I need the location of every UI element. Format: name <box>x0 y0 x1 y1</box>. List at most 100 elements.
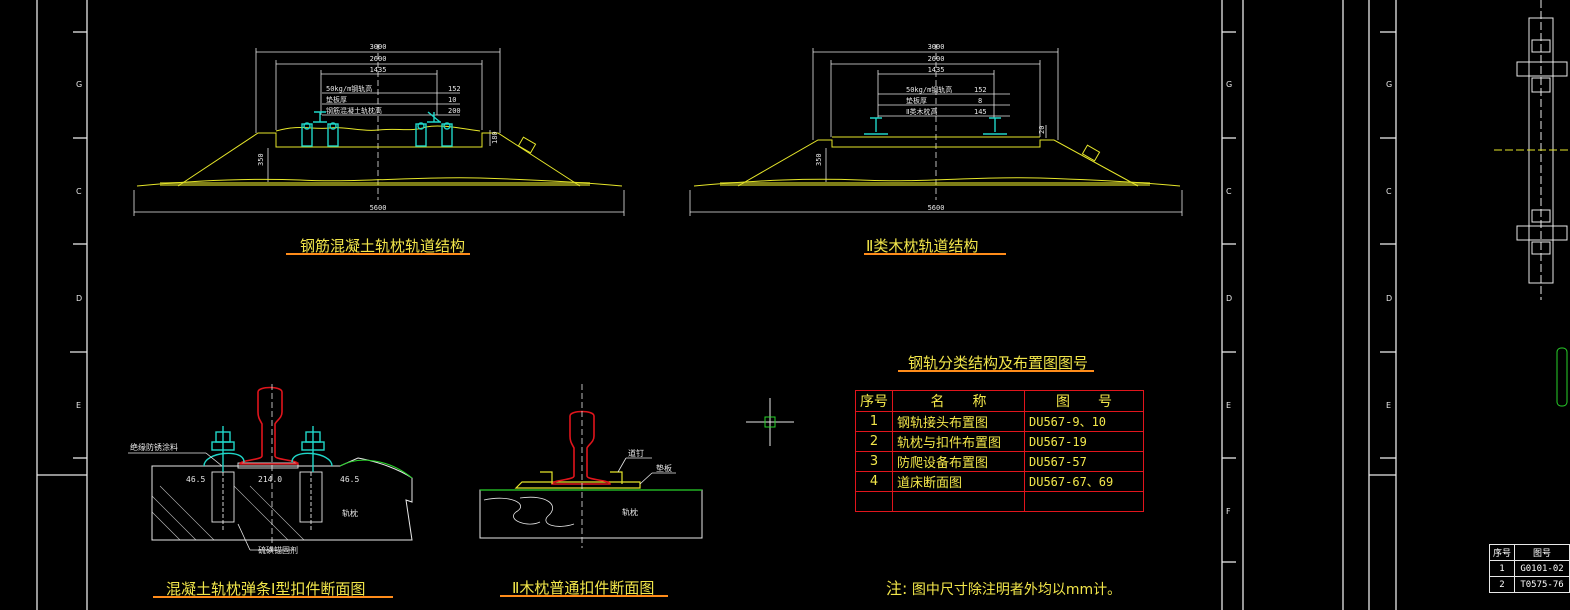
rail-table-code: DU567-19 <box>1024 431 1144 452</box>
section-a-dim-top: 3000 <box>370 43 387 51</box>
rail-table-header-row: 序号 名 称 图 号 <box>855 390 1144 412</box>
section-a-dim-height-left: 350 <box>257 153 265 166</box>
rail-table-title: 钢轨分类结构及布置图图号 <box>908 354 1089 372</box>
zone-letter: G <box>1226 80 1233 89</box>
rail-table-header-code: 图 号 <box>1024 390 1144 412</box>
section-b-rails <box>864 117 1007 135</box>
detail-b-title: Ⅱ木枕普通扣件断面图 <box>512 579 655 597</box>
detail-a-left-dim: 46.5 <box>186 475 205 484</box>
zone-letter: C <box>76 187 82 196</box>
detail-a-title: 混凝土轨枕弹条Ⅰ型扣件断面图 <box>166 580 366 598</box>
drawing-frame <box>36 0 1397 610</box>
note-lead: 注: <box>886 579 908 598</box>
note-text: 图中尺寸除注明者外均以mm计。 <box>911 582 1122 598</box>
rail-table-no <box>855 491 893 512</box>
zone-letter: G <box>76 80 83 89</box>
section-b-row-value: 152 <box>974 86 987 94</box>
section-a-row-label: 50kg/m钢轨高 <box>326 84 372 93</box>
title-block-header-row: 序号 图号 <box>1488 544 1570 561</box>
section-a-row-value: 200 <box>448 107 461 115</box>
crosshair-cursor-icon <box>746 398 794 446</box>
zone-letter: F <box>1226 507 1231 516</box>
drawing-note: 注: 图中尺寸除注明者外均以mm计。 <box>886 575 1121 599</box>
zone-letter: E <box>1386 401 1392 410</box>
title-block-header-code: 图号 <box>1514 544 1570 561</box>
section-a-dim-second: 2600 <box>370 55 387 63</box>
detail-b-drawing: 道钉 垫板 轨枕 <box>479 384 703 548</box>
section-b-row-label: 垫板厚 <box>906 96 927 105</box>
section-a-dim-height-right: 180 <box>491 131 499 144</box>
rail-table-name: 防爬设备布置图 <box>892 451 1025 472</box>
title-block-code: G0101-02 <box>1514 560 1570 577</box>
detail-b-sleeper-label: 轨枕 <box>622 507 638 517</box>
rail-table-no: 1 <box>855 411 893 432</box>
ballast-texture <box>160 136 590 186</box>
zone-letter: C <box>1386 187 1392 196</box>
detail-a-title-underline <box>153 596 393 598</box>
table-row: 1 G0101-02 <box>1488 560 1570 577</box>
detail-a-anchor-label: 硫磺锚固剂 <box>258 545 298 555</box>
detail-a-right-dim: 46.5 <box>340 475 359 484</box>
detail-a-drawing: 绝缘防锈涂料 46.5 214.0 46.5 轨枕 硫磺锚固剂 <box>128 384 413 555</box>
section-a-row-label: 钢筋混凝土轨枕高 <box>326 106 382 115</box>
rail-table-header-name: 名 称 <box>892 390 1025 412</box>
section-a-row-label: 垫板厚 <box>326 95 347 104</box>
detail-b-spike-label: 道钉 <box>628 448 644 458</box>
title-block: 序号 图号 1 G0101-02 2 T0575-76 <box>1488 544 1570 593</box>
section-a-row-value: 152 <box>448 85 461 93</box>
rail-table-header-no: 序号 <box>855 390 893 412</box>
section-b-row-value: 145 <box>974 108 987 116</box>
rail-table-name: 道床断面图 <box>892 471 1025 492</box>
detail-b-title-underline <box>500 595 668 597</box>
table-row: 2 T0575-76 <box>1488 576 1570 593</box>
section-b-row-label: Ⅱ类木枕高 <box>906 107 937 116</box>
zone-letter: D <box>76 294 83 303</box>
zone-letter: G <box>1386 80 1393 89</box>
detail-a-rail <box>239 386 299 465</box>
section-a-row-value: 10 <box>448 96 456 104</box>
table-row: 1 钢轨接头布置图 DU567-9、10 <box>855 411 1144 432</box>
rail-table-code: DU567-9、10 <box>1024 411 1144 432</box>
section-a-dim-third: 1435 <box>370 66 387 74</box>
section-b-row-value: 8 <box>978 97 982 105</box>
title-block-code: T0575-76 <box>1514 576 1570 593</box>
rail-table-no: 4 <box>855 471 893 492</box>
section-b-row-label: 50kg/m钢轨高 <box>906 85 952 94</box>
rail-table-code <box>1024 491 1144 512</box>
detail-a-clips <box>203 426 333 472</box>
section-b-title-underline <box>864 253 1006 255</box>
rail-table-title-underline <box>898 370 1094 372</box>
right-edge-partial-drawing <box>1494 0 1570 407</box>
detail-a-mid-dim: 214.0 <box>258 475 282 484</box>
zone-letter: D <box>1226 294 1233 303</box>
title-block-no: 1 <box>1488 560 1516 577</box>
section-b-dim-second: 2600 <box>928 55 945 63</box>
section-b-dim-bottom: 5600 <box>928 204 945 212</box>
section-a-drawing: 3000 2600 1435 5600 350 180 50kg/m钢轨高 15… <box>133 43 625 216</box>
rail-table-no: 2 <box>855 431 893 452</box>
section-a-dim-bottom: 5600 <box>370 204 387 212</box>
detail-b-rail <box>551 410 611 485</box>
zone-letter: E <box>1226 401 1232 410</box>
table-row: 4 道床断面图 DU567-67、69 <box>855 471 1144 492</box>
section-b-dim-top: 3000 <box>928 43 945 51</box>
detail-a-sleeper-label: 轨枕 <box>342 508 358 518</box>
rail-table-name: 轨枕与扣件布置图 <box>892 431 1025 452</box>
title-block-no: 2 <box>1488 576 1516 593</box>
zone-letter: C <box>1226 187 1232 196</box>
zone-letter: D <box>1386 294 1393 303</box>
section-b-drawing: 3000 2600 1435 5600 350 20 50kg/m钢轨高 152… <box>689 43 1183 216</box>
rail-table-name: 钢轨接头布置图 <box>892 411 1025 432</box>
zone-letter: E <box>76 401 82 410</box>
detail-a-coating-label: 绝缘防锈涂料 <box>130 442 178 452</box>
section-a-title-underline <box>286 253 470 255</box>
table-row: 2 轨枕与扣件布置图 DU567-19 <box>855 431 1144 452</box>
section-b-dim-third: 1435 <box>928 66 945 74</box>
section-b-dim-height-left: 350 <box>815 153 823 166</box>
rail-table-code: DU567-57 <box>1024 451 1144 472</box>
rail-table-code: DU567-67、69 <box>1024 471 1144 492</box>
section-b-title: Ⅱ类木枕轨道结构 <box>866 237 979 255</box>
table-row <box>855 491 1144 512</box>
rail-table: 序号 名 称 图 号 1 钢轨接头布置图 DU567-9、10 2 轨枕与扣件布… <box>855 390 1144 512</box>
